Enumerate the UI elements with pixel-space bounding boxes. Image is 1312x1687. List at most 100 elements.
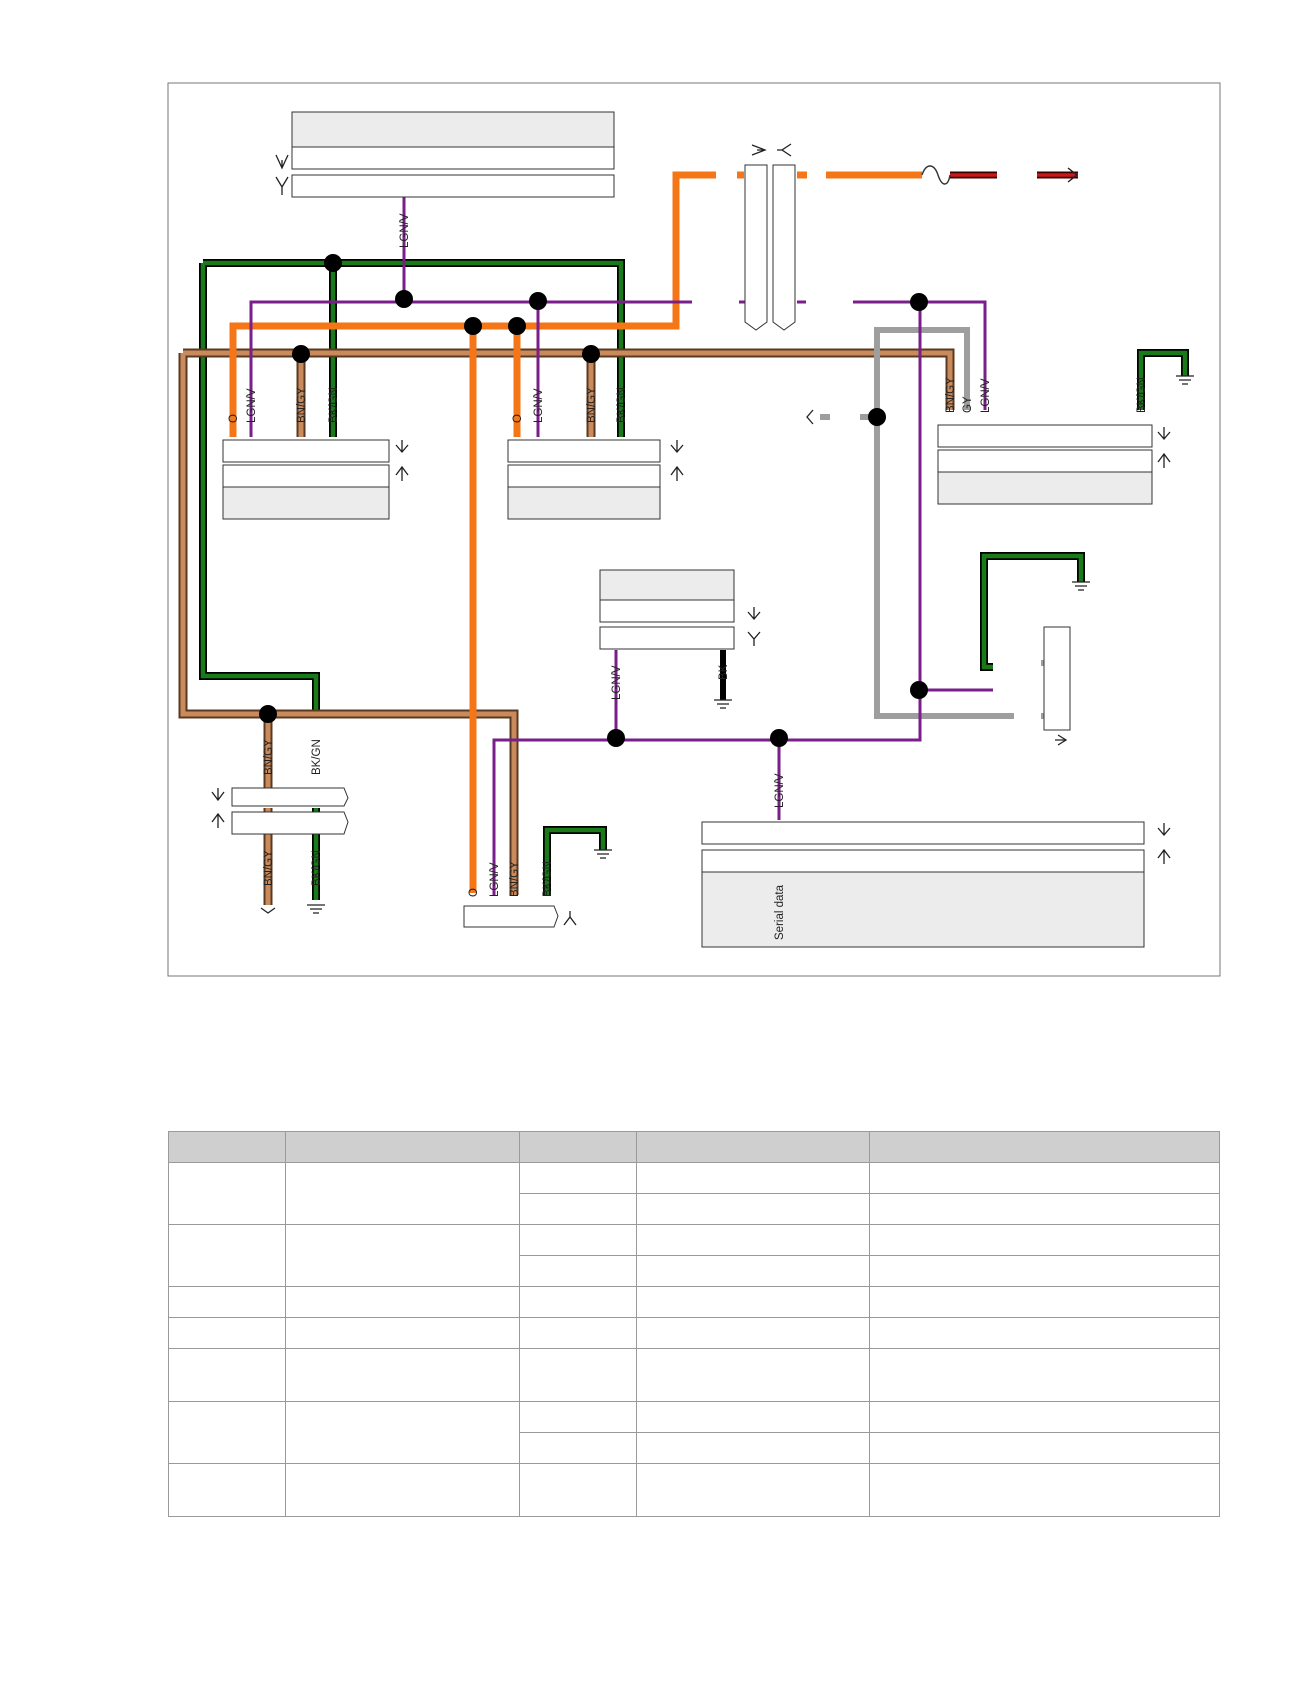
table-row — [168, 1317, 1220, 1349]
component-bottom-right — [701, 821, 1145, 948]
table-cell — [635, 1317, 871, 1349]
table-header-cell — [518, 1131, 637, 1163]
wire-bkgn-ground-1 — [1137, 349, 1189, 410]
table-cell — [518, 1432, 637, 1464]
table-cell — [518, 1463, 637, 1517]
splice-dot — [259, 705, 277, 723]
table-cell — [518, 1255, 637, 1287]
table-cell — [635, 1432, 871, 1464]
wire-gy — [820, 327, 1048, 719]
table-row — [168, 1348, 1220, 1402]
wire-label-bkgn: BK/GN — [311, 850, 323, 886]
table-row — [168, 1162, 1220, 1225]
table-cell — [635, 1401, 871, 1433]
wire-label-bngy: BN/GY — [296, 387, 308, 423]
fuse-symbol — [921, 165, 951, 185]
table-row — [168, 1224, 1220, 1287]
table-cell — [869, 1463, 1220, 1517]
table-cell — [284, 1348, 520, 1402]
wire-bkgn-ground-2 — [980, 552, 1085, 671]
wire-bkgn-ground-3 — [543, 826, 607, 895]
table-header-cell — [635, 1131, 871, 1163]
table-cell — [168, 1463, 286, 1517]
table-cell — [518, 1401, 637, 1433]
table-header-row — [168, 1131, 1220, 1163]
splice-dot — [868, 408, 886, 426]
table-cell — [635, 1193, 871, 1225]
table-cell — [284, 1162, 520, 1225]
splice-dot — [910, 681, 928, 699]
connector-arrow-icon — [211, 143, 1171, 926]
table-cell — [869, 1255, 1220, 1287]
wiring-diagram: LGN/V O LGN/V BN/GY BK/GN O LGN/V BN/GY … — [167, 82, 1221, 977]
table-row — [169, 1193, 1220, 1225]
splice-dot — [324, 254, 342, 272]
wire-label-bkgn: BK/GN — [311, 739, 323, 775]
splice-dot — [529, 292, 547, 310]
table-cell — [518, 1162, 637, 1194]
wire-label-o: O — [512, 414, 524, 423]
table-cell — [635, 1224, 871, 1256]
wire-label-bkgn: BK/GN — [616, 387, 628, 423]
table-cell — [635, 1162, 871, 1194]
table-cell — [284, 1224, 520, 1287]
splice-dot — [508, 317, 526, 335]
table-cell — [168, 1162, 286, 1225]
table-cell — [168, 1317, 286, 1349]
table-cell — [284, 1401, 520, 1464]
splice-dot — [464, 317, 482, 335]
table-row — [168, 1401, 1220, 1464]
table-cell — [869, 1317, 1220, 1349]
splice-dot — [770, 729, 788, 747]
connector-bottom — [463, 905, 559, 928]
table-cell — [518, 1348, 637, 1402]
wire-label-lgnv: LGN/V — [774, 773, 786, 808]
diagram-frame — [167, 82, 1221, 977]
splice-points — [259, 254, 928, 747]
table-cell — [168, 1286, 286, 1318]
wire-label-gy: GY — [962, 396, 974, 413]
component-top — [291, 111, 615, 198]
connector-vertical-pair — [744, 164, 796, 331]
table-cell — [635, 1463, 871, 1517]
wire-label-bngy: BN/GY — [509, 861, 521, 897]
table-cell — [635, 1255, 871, 1287]
ground-icon — [307, 375, 1194, 914]
table-cell — [518, 1224, 637, 1256]
table-header-cell — [168, 1131, 286, 1163]
table-cell — [168, 1224, 286, 1287]
wire-label-bk: BK — [718, 664, 730, 680]
splice-dot — [582, 345, 600, 363]
table-cell — [284, 1286, 520, 1318]
inline-connector-left — [231, 787, 349, 835]
connector-legend-table — [168, 1131, 1220, 1517]
wire-label-bngy: BN/GY — [263, 739, 275, 775]
wire-label-lgnv: LGN/V — [980, 378, 992, 413]
table-row — [168, 1286, 1220, 1318]
wire-label-lgnv: LGN/V — [533, 388, 545, 423]
table-cell — [168, 1348, 286, 1402]
table-cell — [518, 1193, 637, 1225]
table-cell — [284, 1317, 520, 1349]
wire-label-bkgn: BK/GN — [1136, 377, 1148, 413]
wire-label-bkgn: BK/GN — [542, 861, 554, 897]
component-right — [937, 424, 1153, 505]
serial-data-label: Serial data — [774, 884, 786, 940]
wire-label-lgnv: LGN/V — [246, 388, 258, 423]
splice-dot — [395, 290, 413, 308]
table-cell — [869, 1286, 1220, 1318]
wire-red — [950, 167, 1079, 183]
table-cell — [869, 1193, 1220, 1225]
table-cell — [869, 1348, 1220, 1402]
wire-label-lgnv: LGN/V — [489, 862, 501, 897]
table-cell — [518, 1286, 637, 1318]
table-row — [168, 1463, 1220, 1517]
table-cell — [869, 1401, 1220, 1433]
wire-o — [229, 171, 922, 893]
table-header-cell — [284, 1131, 520, 1163]
component-center — [599, 569, 735, 650]
table-cell — [869, 1224, 1220, 1256]
table-cell — [518, 1317, 637, 1349]
table-cell — [635, 1286, 871, 1318]
table-cell — [635, 1348, 871, 1402]
